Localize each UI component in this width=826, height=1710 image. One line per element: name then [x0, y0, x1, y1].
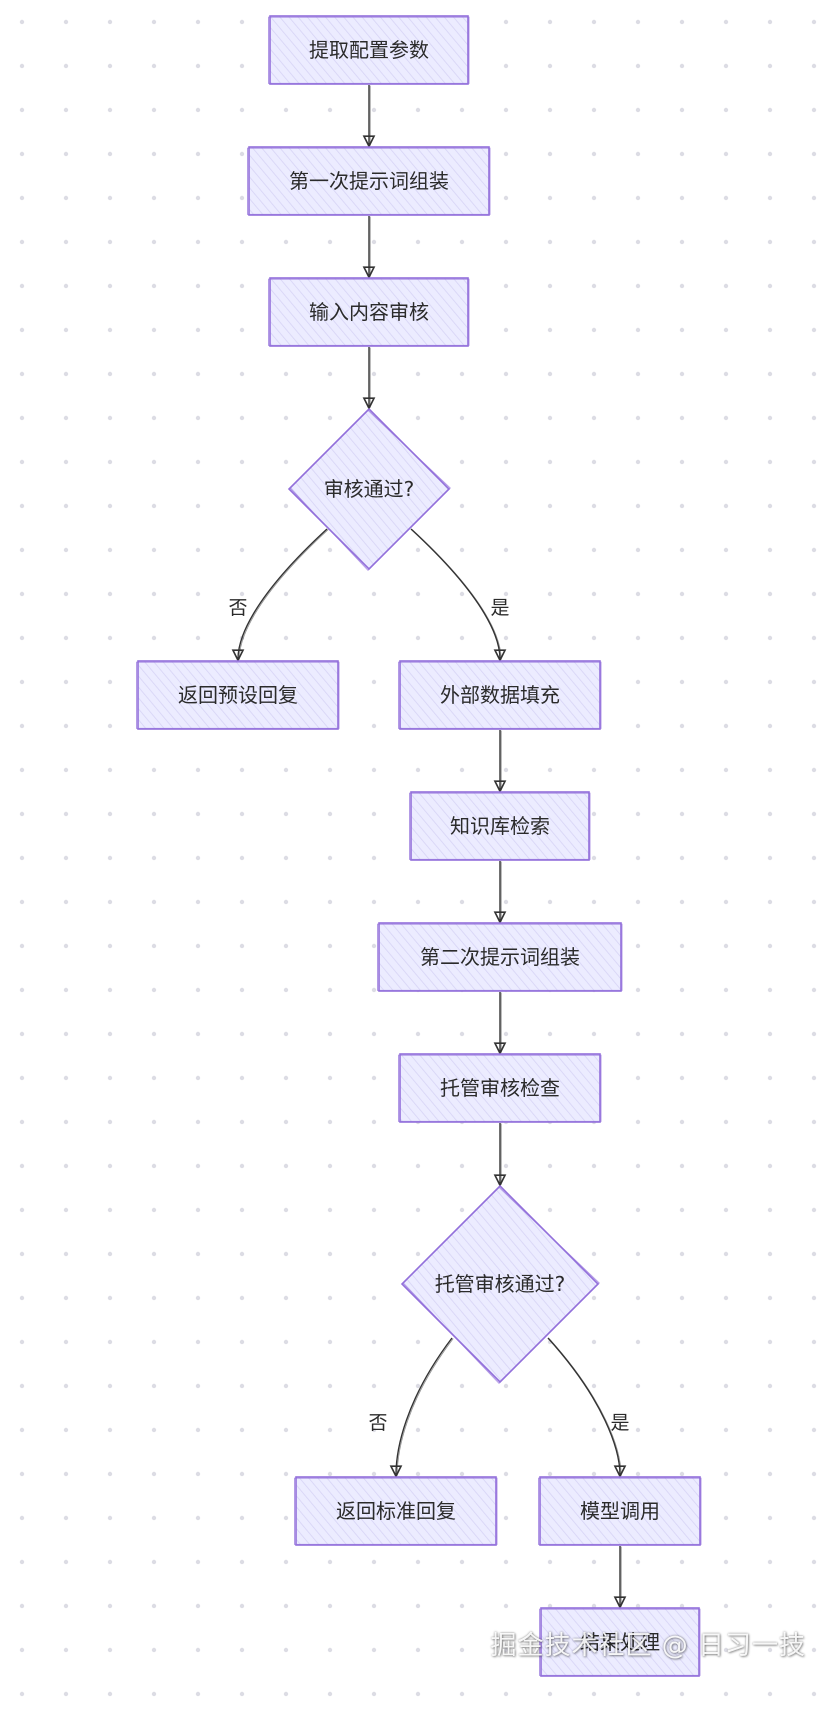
edge-label: 是	[610, 1412, 629, 1434]
edge-review-pass-to-external-fill: 是	[410, 528, 510, 660]
process-box-sketch	[294, 1477, 498, 1545]
process-box-sketch	[268, 278, 470, 346]
edge-line-sketch	[548, 1338, 622, 1476]
process-box-sketch	[538, 1477, 702, 1545]
node-external-fill: 外部数据填充	[398, 660, 602, 730]
node-hosted-check: 托管审核检查	[398, 1053, 602, 1123]
edge-model-call-to-result	[620, 1546, 621, 1607]
node-result: 结果处理	[539, 1607, 701, 1677]
node-assemble1: 第一次提示词组装	[247, 146, 491, 216]
process-box	[378, 922, 622, 992]
edge-external-fill-to-kb-search	[500, 730, 501, 791]
node-label: 输入内容审核	[309, 300, 429, 324]
process-box	[269, 15, 469, 85]
node-kb-search: 知识库检索	[409, 791, 591, 861]
process-box-sketch	[409, 792, 591, 860]
process-box-sketch	[539, 1608, 701, 1676]
edge-line-sketch	[411, 529, 502, 660]
node-standard-reply: 返回标准回复	[294, 1476, 498, 1546]
process-box-sketch	[247, 147, 491, 215]
edge-line	[410, 528, 500, 659]
process-box	[540, 1607, 700, 1677]
node-label: 外部数据填充	[440, 683, 560, 707]
process-box-sketch	[398, 1054, 602, 1122]
edges-layer: 否是否是	[228, 85, 630, 1607]
node-review-input: 输入内容审核	[268, 277, 470, 347]
node-extract: 提取配置参数	[268, 15, 470, 85]
edge-hosted-pass-to-standard-reply: 否	[368, 1337, 454, 1476]
node-label: 知识库检索	[450, 814, 550, 838]
node-assemble2: 第二次提示词组装	[377, 922, 623, 992]
node-label: 托管审核检查	[440, 1076, 560, 1100]
node-label: 返回预设回复	[178, 683, 298, 707]
edge-hosted-pass-to-model-call: 是	[547, 1337, 630, 1476]
process-box	[137, 660, 339, 730]
watermark-text: 掘金技术社区 @ 日习一技	[490, 1631, 806, 1661]
edge-line	[396, 1337, 453, 1475]
process-box	[269, 277, 469, 347]
edge-label: 否	[228, 597, 247, 619]
node-label: 审核通过?	[324, 477, 415, 501]
node-label: 第一次提示词组装	[289, 169, 449, 193]
node-preset-reply: 返回预设回复	[136, 660, 340, 730]
process-box-sketch	[136, 661, 340, 729]
node-label: 第二次提示词组装	[420, 945, 580, 969]
edge-hosted-check-to-hosted-pass	[500, 1123, 501, 1185]
process-box	[295, 1476, 497, 1546]
node-label: 结果处理	[580, 1630, 660, 1654]
edge-assemble2-to-hosted-check	[500, 992, 501, 1053]
edge-review-input-to-review-pass	[369, 347, 370, 408]
decision-diamond-sketch	[289, 409, 451, 572]
edge-line	[238, 528, 328, 659]
node-label: 模型调用	[580, 1499, 660, 1523]
edge-extract-to-assemble1	[369, 85, 370, 146]
node-review-pass: 审核通过?	[287, 407, 451, 572]
decision-diamond-sketch	[402, 1186, 600, 1385]
edge-assemble1-to-review-input	[369, 216, 370, 277]
node-hosted-pass: 托管审核通过?	[400, 1184, 600, 1385]
process-box-sketch	[268, 16, 470, 84]
node-label: 提取配置参数	[309, 38, 429, 62]
edge-label: 否	[368, 1412, 387, 1434]
edge-review-pass-to-preset-reply: 否	[228, 528, 329, 660]
process-box	[410, 791, 590, 861]
edge-label: 是	[490, 597, 509, 619]
process-box	[399, 660, 601, 730]
node-label: 返回标准回复	[336, 1499, 456, 1523]
process-box	[399, 1053, 601, 1123]
node-label: 托管审核通过?	[435, 1272, 566, 1296]
process-box	[539, 1476, 701, 1546]
node-model-call: 模型调用	[538, 1476, 702, 1546]
edge-kb-search-to-assemble2	[500, 861, 501, 922]
edge-line-sketch	[396, 1338, 454, 1476]
process-box-sketch	[398, 661, 602, 729]
edge-line	[547, 1337, 620, 1475]
process-box	[248, 146, 490, 216]
edge-line-sketch	[238, 529, 329, 660]
process-box-sketch	[377, 923, 623, 991]
